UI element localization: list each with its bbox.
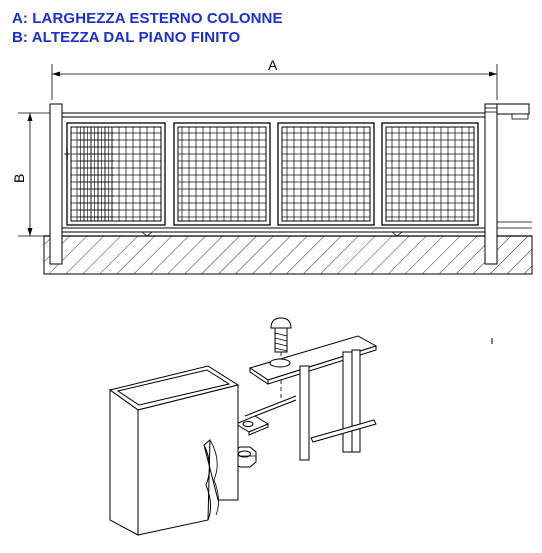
panel-4 bbox=[381, 122, 479, 226]
dimension-a: A bbox=[51, 57, 498, 100]
dimension-b: B bbox=[11, 112, 50, 237]
right-column bbox=[484, 103, 498, 265]
column-box bbox=[108, 365, 240, 536]
panel-3 bbox=[277, 122, 375, 226]
latch-bracket bbox=[496, 103, 530, 115]
gate-plate bbox=[248, 335, 378, 461]
column-plate bbox=[234, 395, 297, 436]
legend-line-b: B: ALTEZZA DAL PIANO FINITO bbox=[12, 29, 241, 46]
panel-1 bbox=[66, 122, 166, 226]
left-column bbox=[49, 103, 63, 265]
ground-slab bbox=[43, 235, 533, 275]
bolt bbox=[270, 317, 292, 353]
mounting-detail bbox=[108, 317, 493, 536]
panel-2 bbox=[173, 122, 271, 226]
dimension-a-label: A bbox=[268, 57, 278, 73]
legend-line-a: A: LARGHEZZA ESTERNO COLONNE bbox=[12, 10, 283, 27]
gate-elevation bbox=[43, 103, 533, 275]
dimension-b-label: B bbox=[11, 174, 27, 183]
legend: A: LARGHEZZA ESTERNO COLONNE B: ALTEZZA … bbox=[12, 9, 283, 47]
nut bbox=[232, 446, 257, 468]
